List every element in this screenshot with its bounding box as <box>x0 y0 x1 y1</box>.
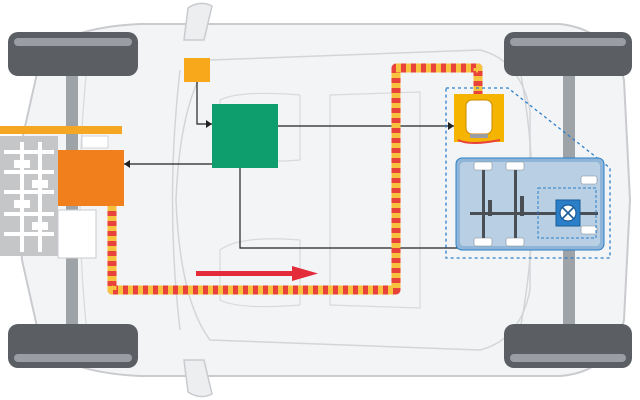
arrowhead-to-rear <box>448 122 454 130</box>
rear-dashed-outline <box>445 87 611 259</box>
rear-transmission <box>455 157 605 251</box>
mirror-right <box>183 359 213 398</box>
front-module <box>58 150 124 206</box>
front-connector-tab <box>81 135 109 149</box>
flow-arrow-icon <box>196 266 318 281</box>
mirror-left <box>183 2 213 41</box>
small-module <box>184 58 210 82</box>
wheel-rear-right <box>504 324 632 368</box>
wheel-rear-left <box>504 32 632 76</box>
wheel-front-left <box>8 32 138 76</box>
control-unit <box>212 104 278 168</box>
seat-front-right <box>219 238 301 308</box>
fuel-tank-icon <box>454 94 504 144</box>
rear-shafts <box>470 170 598 238</box>
front-white-box <box>57 209 97 259</box>
wheels <box>8 32 632 368</box>
motor-cross-icon <box>555 199 581 227</box>
arrowhead-to-control <box>206 120 212 128</box>
motor-dashed-outline <box>537 187 597 239</box>
transmission-gears <box>4 142 54 252</box>
front-transmission <box>0 135 109 259</box>
seat-rear <box>329 91 421 309</box>
arrowhead-to-front <box>124 160 130 168</box>
hv-cable <box>107 63 483 295</box>
hv-cable-yellow-dash <box>107 63 483 295</box>
windshield-outline <box>171 69 181 331</box>
wheel-front-right <box>8 324 138 368</box>
front-strip <box>0 126 122 134</box>
fuel-tank-cylinder <box>465 99 493 135</box>
